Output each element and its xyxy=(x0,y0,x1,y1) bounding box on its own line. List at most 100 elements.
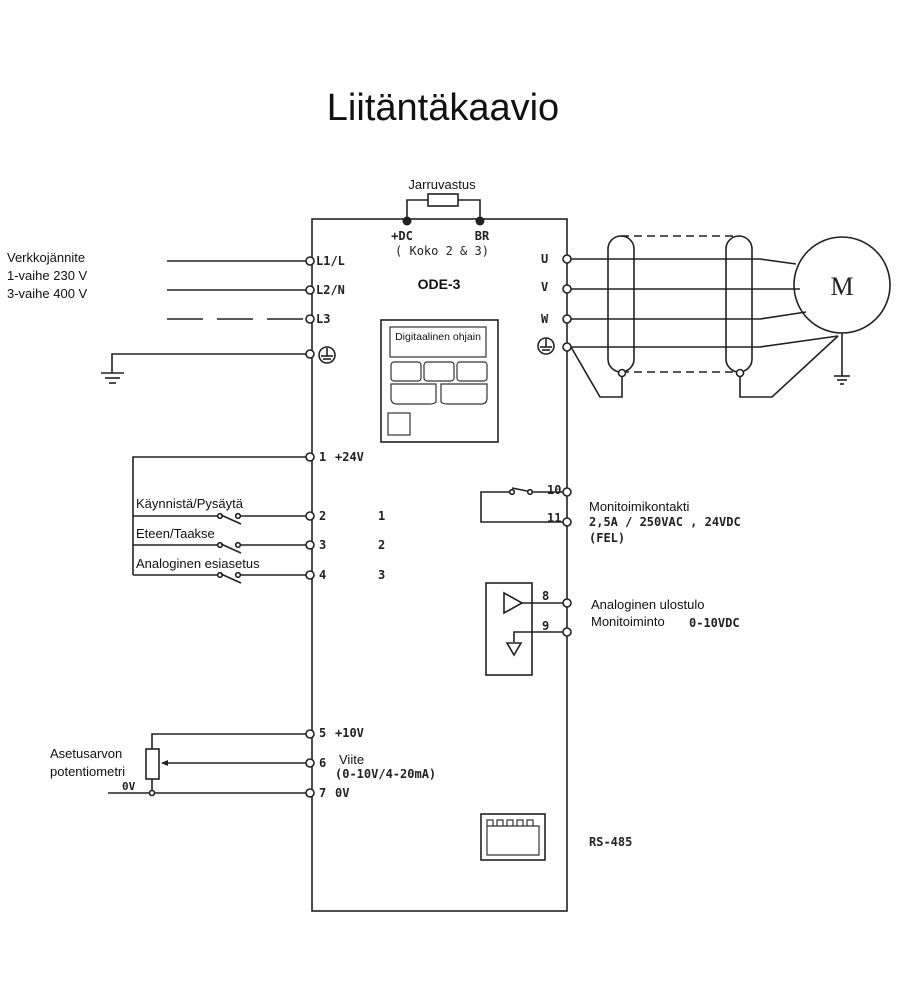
terminal-7 xyxy=(305,788,315,798)
terminal-5-num: 5 xyxy=(319,726,326,740)
screen-clamp-left xyxy=(617,368,627,378)
terminal-11-num: 11 xyxy=(547,511,561,525)
supply-label-3: 3-vaihe 400 V xyxy=(7,286,88,301)
switch-start-stop-label: Käynnistä/Pysäytä xyxy=(136,496,244,511)
keypad-display-label: Digitaalinen ohjain xyxy=(395,331,481,343)
keypad-button-5 xyxy=(440,383,488,405)
terminal-8-num: 8 xyxy=(542,589,549,603)
supply-label-1: Verkkojännite xyxy=(7,250,85,265)
analog-out-box xyxy=(485,582,533,676)
pot-junction xyxy=(148,789,156,797)
terminal-l3 xyxy=(305,314,315,324)
br-label: BR xyxy=(475,229,490,243)
supply-label-2: 1-vaihe 230 V xyxy=(7,268,88,283)
terminal-pe-input xyxy=(305,349,315,359)
relay-contact-point xyxy=(508,488,516,496)
terminal-w-label: W xyxy=(541,312,549,326)
pot-wire-top xyxy=(151,733,306,749)
keypad-button-6 xyxy=(387,412,411,436)
keypad-button-2 xyxy=(423,361,455,382)
terminal-5-text: +10V xyxy=(335,726,364,740)
screen-drain-left xyxy=(570,346,623,398)
relay-fel: (FEL) xyxy=(589,531,625,545)
rs485-label: RS-485 xyxy=(589,835,632,849)
motor-label: M xyxy=(830,272,853,301)
brake-resistor-wire xyxy=(406,199,481,220)
terminal-8 xyxy=(562,598,572,608)
terminal-w xyxy=(562,314,572,324)
din-3-label: 3 xyxy=(378,568,385,582)
rs485-port-icon xyxy=(480,813,546,861)
terminal-1-num: 1 xyxy=(319,450,326,464)
din-1-label: 1 xyxy=(378,509,385,523)
terminal-10-num: 10 xyxy=(547,483,561,497)
switch-preset xyxy=(133,571,306,584)
relay-label: Monitoimikontakti xyxy=(589,499,690,514)
analog-out-label-1: Analoginen ulostulo xyxy=(591,597,704,612)
brake-resistor-label: Jarruvastus xyxy=(408,177,476,192)
terminal-9 xyxy=(562,627,572,637)
terminal-7-text: 0V xyxy=(335,786,349,800)
terminal-3-num: 3 xyxy=(319,538,326,552)
cable-screen xyxy=(607,235,753,373)
terminal-1-text: +24V xyxy=(335,450,364,464)
switch-fwd-rev xyxy=(133,541,306,554)
dc-terminal xyxy=(402,216,412,226)
drive-enclosure xyxy=(311,218,568,912)
motor-wire-w xyxy=(571,311,807,320)
terminal-9-num: 9 xyxy=(542,619,549,633)
keypad-button-4 xyxy=(390,383,437,405)
amplifier-icon xyxy=(503,591,524,615)
size-note: ( Koko 2 & 3) xyxy=(395,244,489,258)
terminal-l2 xyxy=(305,285,315,295)
earth-symbol-output-icon xyxy=(537,337,555,355)
terminal-11 xyxy=(562,517,572,527)
terminal-pe-output xyxy=(562,342,572,352)
model-label: ODE-3 xyxy=(418,276,461,292)
analog-out-range: 0-10VDC xyxy=(689,616,740,630)
terminal-2-num: 2 xyxy=(319,509,326,523)
terminal-3 xyxy=(305,540,315,550)
terminal-1 xyxy=(305,452,315,462)
motor-wire-u xyxy=(571,258,797,265)
pot-label-1: Asetusarvon xyxy=(50,746,122,761)
keypad-button-3 xyxy=(456,361,488,382)
terminal-6-text: Viite xyxy=(339,752,364,767)
switch-fwd-rev-label: Eteen/Taakse xyxy=(136,526,215,541)
switch-preset-label: Analoginen esiasetus xyxy=(136,556,260,571)
br-terminal xyxy=(475,216,485,226)
terminal-2 xyxy=(305,511,315,521)
analog-out-wire xyxy=(513,602,563,642)
screen-clamp-right xyxy=(735,368,745,378)
earth-icon xyxy=(101,372,124,384)
pot-wiper-arrow-icon xyxy=(161,760,168,766)
terminal-6-num: 6 xyxy=(319,756,326,770)
din-2-label: 2 xyxy=(378,538,385,552)
common-24v-wire xyxy=(132,456,307,575)
motor-earth-icon xyxy=(834,333,850,385)
keypad-button-1 xyxy=(390,361,422,382)
terminal-l1 xyxy=(305,256,315,266)
terminal-u-label: U xyxy=(541,252,548,266)
analog-out-ground-icon xyxy=(505,642,523,657)
terminal-4-num: 4 xyxy=(319,568,326,582)
supply-earth-wire xyxy=(111,353,308,373)
terminal-7-num: 7 xyxy=(319,786,326,800)
earth-symbol-input-icon xyxy=(318,346,336,364)
keypad-panel xyxy=(380,319,499,443)
zero-v-wire-label: 0V xyxy=(122,780,136,793)
analog-out-label-2: Monitoiminto xyxy=(591,614,665,629)
diagram-title: Liitäntäkaavio xyxy=(327,87,559,129)
terminal-l1-label: L1/L xyxy=(316,254,345,268)
terminal-l2-label: L2/N xyxy=(316,283,345,297)
terminal-6 xyxy=(305,758,315,768)
terminal-l3-label: L3 xyxy=(316,312,330,326)
terminal-6-range: (0-10V/4-20mA) xyxy=(335,767,436,781)
keypad-display xyxy=(389,326,487,358)
screen-drain-right xyxy=(739,335,839,398)
motor-wire-pe xyxy=(571,335,839,348)
switch-start-stop xyxy=(133,512,306,525)
terminal-10 xyxy=(562,487,572,497)
terminal-u xyxy=(562,254,572,264)
